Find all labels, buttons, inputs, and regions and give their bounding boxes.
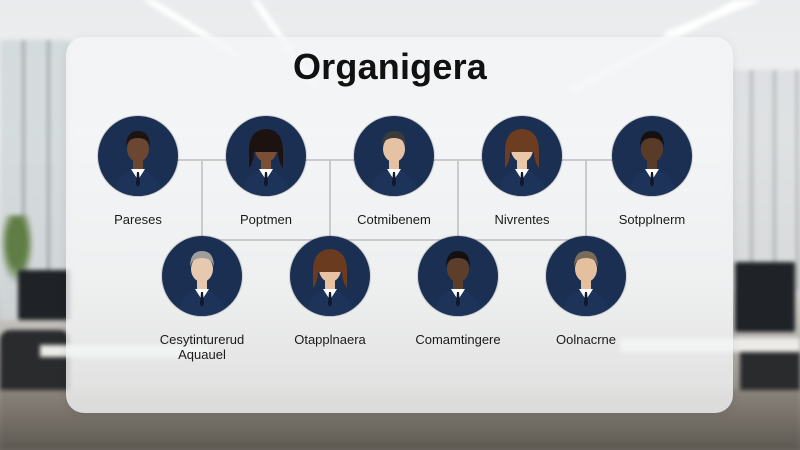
chart-title: Organigera [292, 46, 488, 87]
org-chart-panel [66, 37, 733, 413]
person-avatar-icon [418, 236, 498, 316]
person-avatar-icon [162, 236, 242, 316]
node-label: Otapplnaera [294, 332, 366, 347]
node-label: Cotmibenem [357, 212, 431, 227]
node-label: Sotpplnerm [618, 212, 686, 227]
person-avatar-icon [612, 116, 692, 196]
office-monitor [18, 270, 70, 320]
office-window [730, 70, 800, 290]
person-avatar-icon [354, 116, 434, 196]
node-label: Oolnacrne [556, 332, 616, 347]
office-monitor [735, 262, 795, 332]
node-label: Cesytinturerud Aquauel [159, 332, 245, 362]
node-label: Comamtingere [415, 332, 501, 347]
node-label: Nivrentes [494, 212, 550, 227]
person-avatar-icon [546, 236, 626, 316]
node-label: Pareses [114, 212, 162, 227]
person-avatar-icon [226, 116, 306, 196]
person-avatar-icon [98, 116, 178, 196]
person-avatar-icon [290, 236, 370, 316]
person-avatar-icon [482, 116, 562, 196]
node-label: Poptmen [239, 212, 293, 227]
